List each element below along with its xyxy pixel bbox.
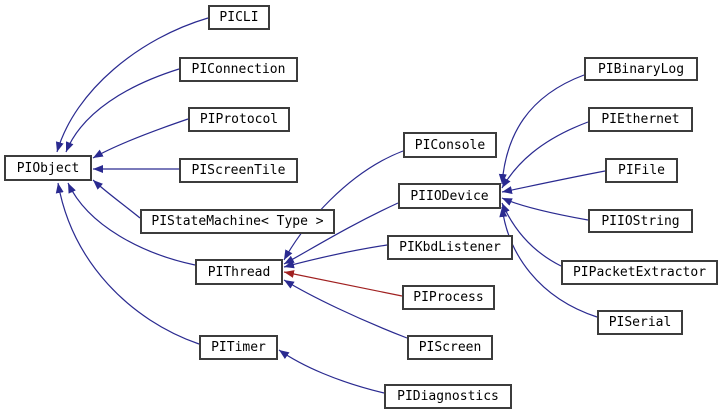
node-picli[interactable]: PICLI: [208, 5, 270, 30]
edge-pikbdlistener-to-pithread: [283, 244, 388, 269]
node-piiodevice[interactable]: PIIODevice: [398, 183, 501, 209]
node-pitimer[interactable]: PITimer: [199, 335, 278, 360]
node-pithread[interactable]: PIThread: [195, 259, 283, 285]
node-piconsole[interactable]: PIConsole: [403, 132, 497, 158]
edge-piserial-to-piiodevice: [499, 206, 598, 318]
node-pipacketextractor[interactable]: PIPacketExtractor: [561, 260, 718, 285]
node-piprotocol[interactable]: PIProtocol: [188, 107, 290, 132]
node-piserial[interactable]: PISerial: [597, 310, 683, 335]
node-piethernet[interactable]: PIEthernet: [588, 107, 693, 132]
edge-pifile-to-piiodevice: [501, 170, 606, 194]
node-piprocess[interactable]: PIProcess: [402, 285, 495, 310]
node-pibinarylog[interactable]: PIBinaryLog: [584, 57, 698, 81]
edge-piconsole-to-pithread: [283, 150, 404, 261]
node-pistatemachine[interactable]: PIStateMachine< Type >: [140, 209, 335, 234]
node-pidiagnostics[interactable]: PIDiagnostics: [384, 384, 512, 409]
edge-pibinarylog-to-piiodevice: [498, 74, 585, 185]
edge-pithread-to-piobject: [67, 182, 196, 266]
node-piscreentile[interactable]: PIScreenTile: [179, 158, 298, 183]
edge-piprocess-to-pithread: [283, 270, 403, 297]
edge-piconnection-to-piobject: [65, 68, 180, 153]
node-piiostring[interactable]: PIIOString: [588, 209, 693, 233]
edge-picli-to-piobject: [55, 17, 209, 153]
node-piconnection[interactable]: PIConnection: [179, 57, 298, 82]
edge-piprotocol-to-piobject: [92, 118, 189, 159]
node-pikbdlistener[interactable]: PIKbdListener: [387, 235, 513, 260]
edge-pistatemachine-to-piobject: [92, 179, 141, 219]
edge-pitimer-to-piobject: [55, 182, 200, 345]
edge-piscreen-to-pithread: [283, 279, 408, 339]
edge-piiostring-to-piiodevice: [501, 197, 589, 221]
node-piobject[interactable]: PIObject: [4, 155, 92, 181]
node-pifile[interactable]: PIFile: [605, 158, 678, 183]
edge-piiodevice-to-pithread: [283, 202, 399, 265]
node-piscreen[interactable]: PIScreen: [407, 335, 493, 360]
edge-pidiagnostics-to-pitimer: [278, 349, 385, 394]
edge-piethernet-to-piiodevice: [501, 121, 589, 189]
